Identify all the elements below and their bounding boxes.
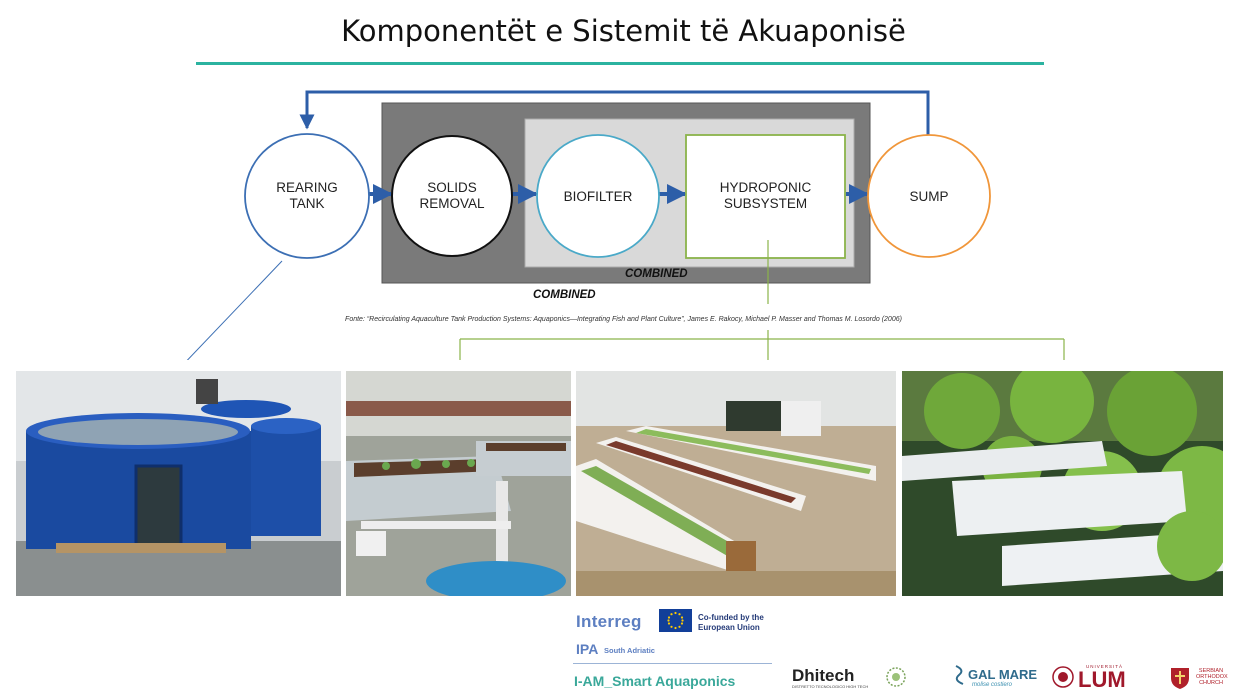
grow-beds-greenhouse-photo bbox=[346, 371, 571, 596]
partner-emblem-icon bbox=[883, 666, 909, 688]
cofunded-text: Co-funded by the European Union bbox=[698, 613, 764, 632]
church-crest-icon bbox=[1168, 665, 1192, 690]
label-sump: SUMP bbox=[909, 189, 949, 204]
title-underline bbox=[196, 62, 1044, 65]
label-solids-removal: SOLIDS REMOVAL bbox=[419, 180, 485, 211]
node-rearing-tank bbox=[244, 133, 370, 259]
node-sump bbox=[867, 134, 991, 258]
node-biofilter bbox=[536, 134, 660, 258]
lum-logo: LUM bbox=[1078, 667, 1126, 692]
dhitech-subtitle: DISTRETTO TECNOLOGICO HIGH TECH bbox=[792, 684, 869, 689]
page-title: Komponentët e Sistemit të Akuaponisë bbox=[341, 14, 906, 48]
source-citation: Fonte: “Recirculating Aquaculture Tank P… bbox=[345, 316, 902, 323]
ipa-subtitle: South Adriatic bbox=[604, 646, 655, 655]
label-rearing-tank: REARING TANK bbox=[276, 180, 338, 211]
media-beds-photo bbox=[576, 371, 896, 596]
inner-combined-label: COMBINED bbox=[625, 268, 688, 280]
return-loop-line bbox=[299, 90, 930, 136]
eu-flag-icon bbox=[659, 609, 692, 632]
label-biofilter: BIOFILTER bbox=[563, 189, 633, 204]
lum-university-label: UNIVERSITÀ bbox=[1086, 664, 1124, 669]
interreg-logo: Interreg bbox=[576, 612, 642, 631]
arrow-tank-to-photo bbox=[186, 260, 283, 360]
fish-rearing-tank-photo bbox=[16, 371, 341, 596]
label-hydroponic-subsystem: HYDROPONIC SUBSYSTEM bbox=[719, 180, 812, 211]
outer-combined-label: COMBINED bbox=[533, 289, 596, 301]
nft-lettuce-photo bbox=[902, 371, 1223, 596]
node-solids-removal bbox=[391, 135, 513, 257]
project-name: I-AM_Smart Aquaponics bbox=[574, 673, 736, 689]
dhitech-logo: Dhitech bbox=[792, 666, 855, 685]
gal-mare-subtitle: molise costiero bbox=[972, 682, 1013, 688]
church-label: SERBIAN ORTHODOX CHURCH bbox=[1196, 668, 1228, 686]
flow-diagram bbox=[186, 90, 1065, 360]
gal-mare-logo: GAL MARE bbox=[968, 667, 1038, 682]
node-hydroponic-subsystem bbox=[685, 134, 846, 259]
ipa-logo: IPA bbox=[576, 641, 599, 657]
footer-divider bbox=[573, 663, 772, 664]
lum-seal-icon bbox=[1052, 666, 1074, 688]
gal-mare-wave-icon bbox=[953, 664, 967, 686]
